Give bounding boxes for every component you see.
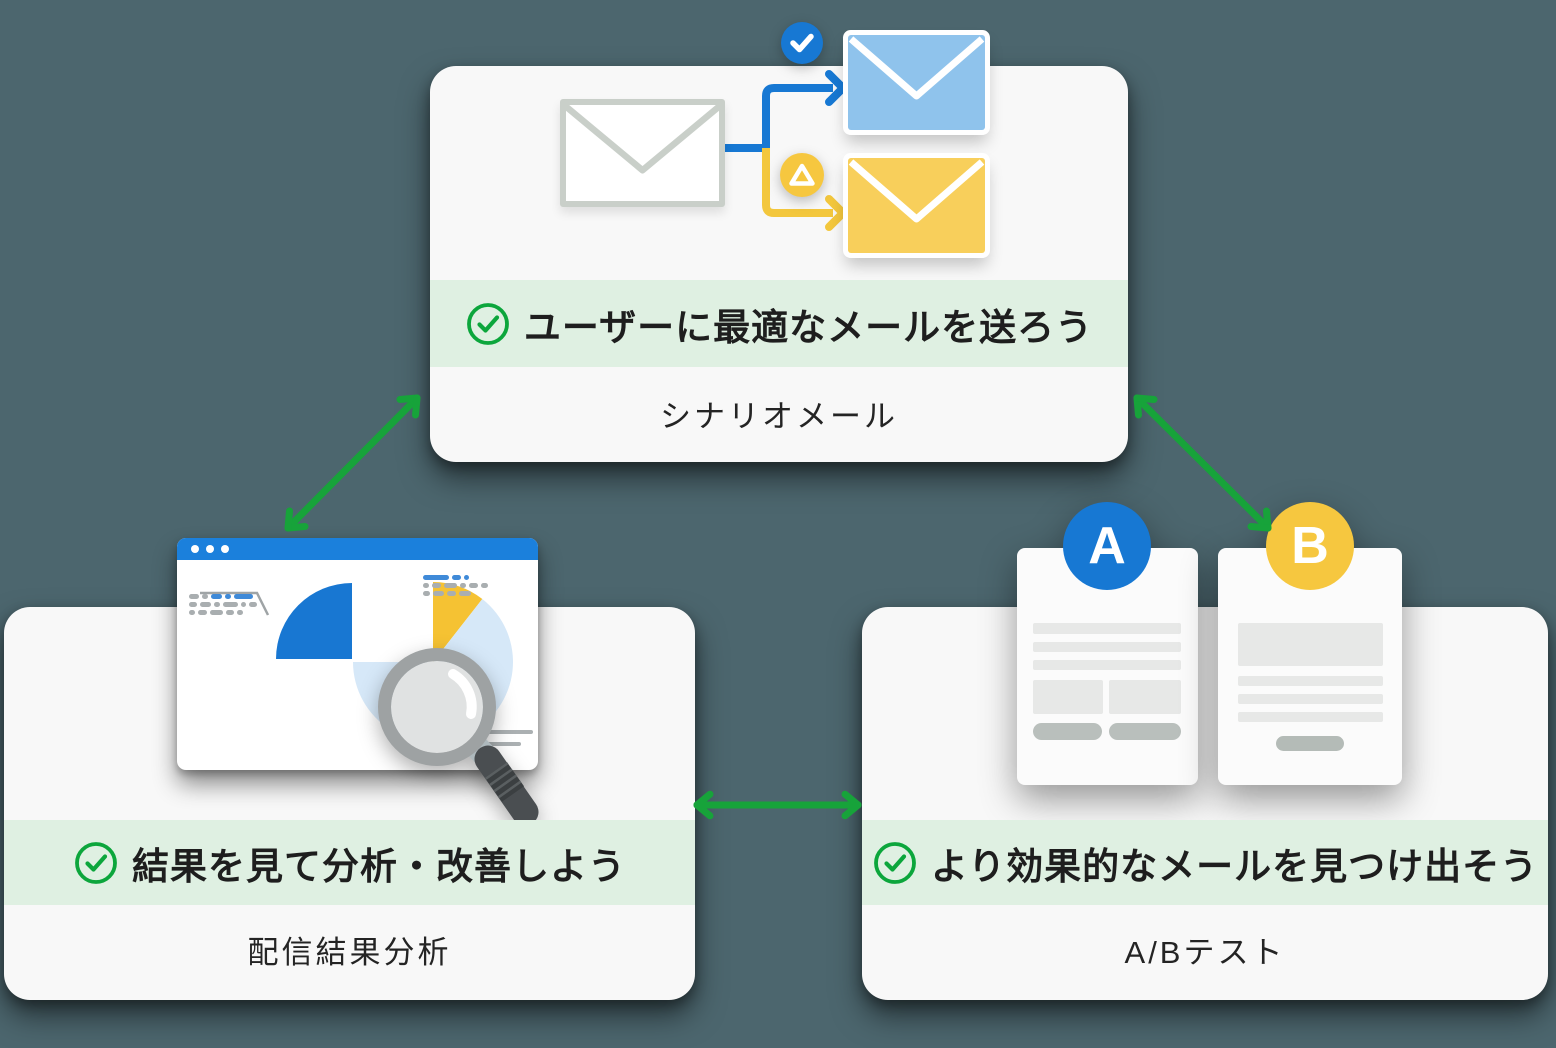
- variant-b-badge: B: [1266, 502, 1354, 590]
- browser-titlebar: [177, 538, 538, 560]
- scenario-caption: シナリオメール: [660, 398, 898, 434]
- cycle-arrow-top-left: [284, 394, 421, 532]
- variant-b-label: B: [1291, 517, 1329, 575]
- window-dot-icon: [221, 545, 229, 553]
- cycle-arrow-bottom: [693, 790, 862, 820]
- pie-chart: [276, 582, 513, 743]
- window-dot-icon: [191, 545, 199, 553]
- scenario-card: ユーザーに最適なメールを送ろう シナリオメール: [430, 22, 1128, 462]
- window-dot-icon: [206, 545, 214, 553]
- variant-a-label: A: [1088, 517, 1126, 575]
- checkmark-circle-icon: [466, 302, 509, 345]
- checkmark-circle-icon: [75, 841, 117, 884]
- yellow-envelope-icon: [848, 158, 985, 253]
- scenario-headline-banner: ユーザーに最適なメールを送ろう: [430, 280, 1128, 367]
- browser-window: [177, 538, 538, 770]
- analysis-headline: 結果を見て分析・改善しよう: [132, 845, 626, 887]
- analysis-caption: 配信結果分析: [247, 934, 452, 970]
- triangle-badge-icon: [780, 153, 824, 197]
- checkmark-circle-icon: [873, 841, 916, 884]
- scenario-illustration: [430, 22, 1128, 280]
- variant-a-doc: A: [1017, 502, 1198, 785]
- cycle-arrow-top-right: [1133, 394, 1272, 532]
- scenario-headline: ユーザーに最適なメールを送ろう: [523, 306, 1094, 348]
- variant-a-badge: A: [1063, 502, 1151, 590]
- source-envelope-icon: [560, 99, 725, 207]
- abtest-card: A B より効果的なメールを見つけ出そう A/Bテスト: [862, 502, 1548, 1000]
- abtest-headline: より効果的なメールを見つけ出そう: [930, 845, 1539, 887]
- annotation-line: [479, 730, 533, 734]
- blue-envelope-icon: [848, 35, 985, 130]
- analysis-headline-banner: 結果を見て分析・改善しよう: [4, 820, 695, 905]
- abtest-caption: A/Bテスト: [1124, 934, 1286, 970]
- variant-b-doc: B: [1218, 502, 1402, 785]
- annotation-text-lines: [423, 575, 488, 596]
- annotation-text-lines: [189, 594, 257, 615]
- abtest-headline-banner: より効果的なメールを見つけ出そう: [862, 820, 1548, 905]
- check-badge-icon: [781, 22, 823, 64]
- annotation-line: [479, 742, 521, 746]
- analysis-card: 結果を見て分析・改善しよう 配信結果分析: [4, 538, 695, 1000]
